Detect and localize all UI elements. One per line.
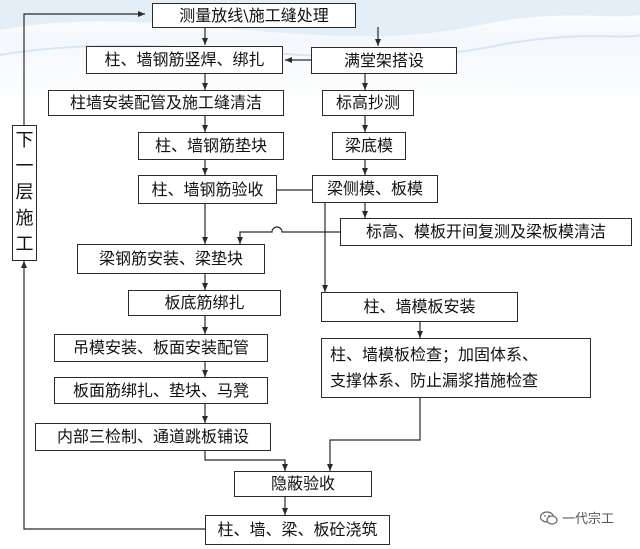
node-column-wall-rebar-weld: 柱、墙钢筋竖焊、绑扎 [86,46,283,74]
node-column-wall-rebar-inspection: 柱、墙钢筋验收 [138,175,277,204]
node-hanging-formwork-conduit: 吊模安装、板面安装配管 [54,334,268,362]
node-survey-construction-joint: 测量放线\施工缝处理 [152,3,356,28]
wechat-logo-icon [540,510,558,525]
node-formwork-inspection: 柱、墙模板检查；加固体系、 支撑体系、防止漏浆措施检查 [321,338,591,398]
node-concrete-pour: 柱、墙、梁、板砼浇筑 [205,515,390,545]
next-floor-char-4: 施 [15,208,34,229]
node-elevation-recheck-cleaning: 标高、模板开间复测及梁板模清洁 [340,218,632,246]
watermark: 一代宗工 [540,508,614,527]
node-slab-top-rebar: 板面筋绑扎、垫块、马凳 [54,377,268,404]
formwork-check-line-2: 支撑体系、防止漏浆措施检查 [330,371,539,390]
node-column-wall-rebar-spacer: 柱、墙钢筋垫块 [138,132,284,160]
next-floor-char-2: 一 [15,156,34,177]
watermark-text: 一代宗工 [562,512,615,527]
node-slab-bottom-rebar: 板底筋绑扎 [128,290,281,316]
node-next-floor: 下 一 层 施 工 [12,125,37,261]
node-beam-side-slab-formwork: 梁侧模、板模 [312,175,438,203]
node-full-scaffold: 满堂架搭设 [311,47,457,74]
node-column-wall-formwork-install: 柱、墙模板安装 [321,292,518,322]
node-concealed-acceptance: 隐蔽验收 [234,471,372,497]
node-conduit-joint-cleaning: 柱墙安装配管及施工缝清洁 [48,90,284,116]
node-internal-inspection: 内部三检制、通道跳板铺设 [35,423,271,451]
node-elevation-survey: 标高抄测 [322,90,414,116]
next-floor-char-3: 层 [15,182,34,203]
next-floor-char-5: 工 [15,234,34,255]
next-floor-char-1: 下 [15,130,34,151]
formwork-check-line-1: 柱、墙模板检查；加固体系、 [330,345,539,364]
node-beam-bottom-formwork: 梁底模 [332,132,406,160]
node-beam-rebar-install: 梁钢筋安装、梁垫块 [77,244,265,274]
